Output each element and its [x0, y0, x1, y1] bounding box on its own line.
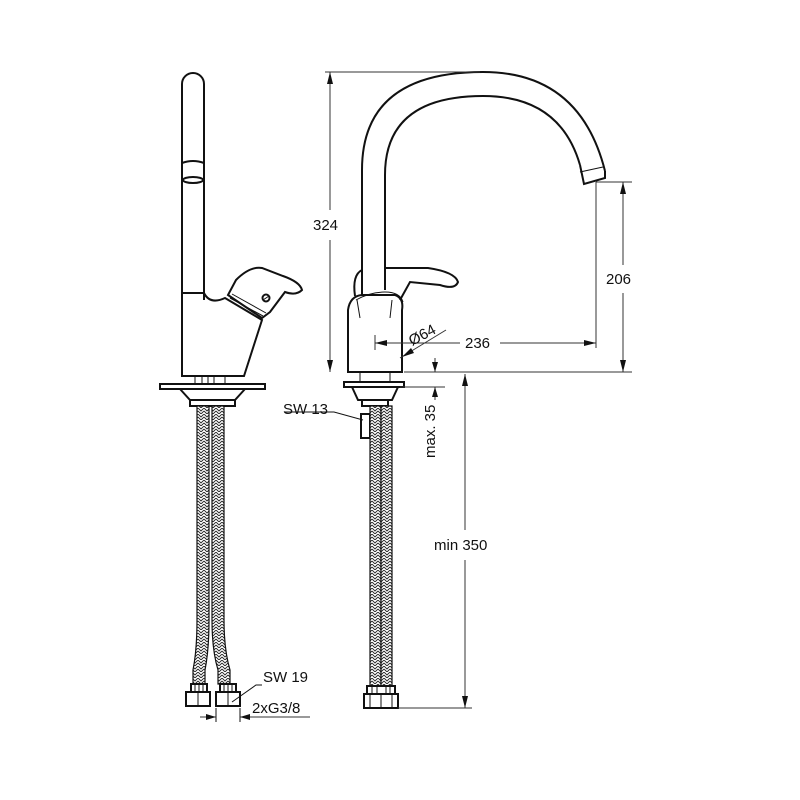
front-spout-outer	[361, 70, 606, 296]
side-deck-plate	[159, 383, 266, 390]
front-fixing-bracket	[351, 386, 399, 401]
side-body	[181, 292, 264, 377]
side-view: SW 19 2xG3/8	[159, 72, 310, 722]
dimension-lines: 324 206 236 Ø64 max. 35	[313, 71, 632, 709]
front-lever	[385, 267, 460, 301]
sw19-label: SW 19	[263, 669, 308, 686]
side-lever	[226, 266, 304, 320]
side-hose-left	[192, 405, 210, 685]
spout-outlet	[579, 164, 606, 186]
front-spout-inner	[384, 94, 581, 290]
dim-324: 324	[313, 217, 338, 234]
dim-min-350: min 350	[434, 537, 487, 554]
side-shank	[194, 375, 226, 385]
front-view: SW 13	[283, 70, 606, 709]
lever-screw-icon	[261, 293, 271, 303]
front-deck-plate	[343, 381, 405, 388]
dim-236: 236	[465, 335, 490, 352]
sw13-nut	[360, 413, 371, 439]
front-hose-left	[369, 405, 382, 687]
dim-206: 206	[606, 271, 631, 288]
dim-diameter-64: Ø64	[406, 321, 439, 349]
side-hose-right	[211, 405, 231, 685]
spout-ring	[181, 160, 205, 164]
side-fixing-bracket	[179, 388, 246, 401]
side-spout-tube	[181, 72, 205, 300]
dim-max-35: max. 35	[422, 405, 439, 458]
sw13-label: SW 13	[283, 401, 328, 418]
front-hose-right	[380, 405, 393, 687]
front-body	[347, 294, 404, 373]
connection-label: 2xG3/8	[252, 700, 300, 717]
spout-joint-ring	[182, 176, 204, 184]
